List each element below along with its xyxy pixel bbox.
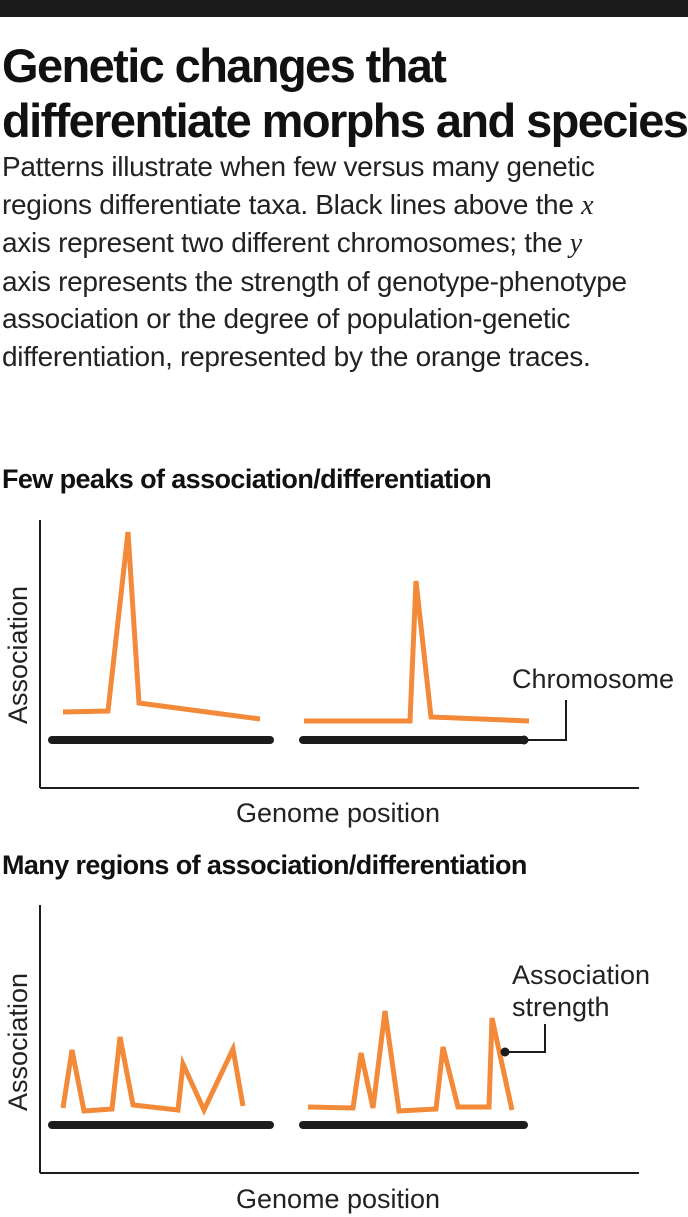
top-rule xyxy=(0,0,688,17)
panel-1-trace-1 xyxy=(62,531,261,722)
panel-1-x-axis-label: Genome position xyxy=(236,798,440,828)
x-italic: x xyxy=(581,189,594,221)
y-italic: y xyxy=(569,228,582,259)
panel-1-axes xyxy=(39,520,639,789)
description-line-4: axis represents the strength of genotype… xyxy=(2,265,627,297)
panel-2-heading: Many regions of association/differentiat… xyxy=(2,850,527,880)
panel-2-callout-leader xyxy=(505,1024,546,1053)
panel-1: Association Genome position Chromosome xyxy=(3,520,674,828)
description-line-3-text: axis represent two different chromosomes… xyxy=(2,227,570,258)
panel-1-callout-label: Chromosome xyxy=(512,664,674,694)
panel-1-y-axis-label: Association xyxy=(3,586,33,724)
panel-1-heading: Few peaks of association/differentiation xyxy=(2,464,492,494)
panel-2-y-axis-label: Association xyxy=(3,973,33,1111)
panel-2: Association Genome position Association … xyxy=(3,905,650,1214)
title-line-2: differentiate morphs and species xyxy=(2,94,688,147)
panel-1-callout-leader xyxy=(524,700,567,741)
panel-2-trace-1 xyxy=(60,1036,246,1116)
panel-2-axes xyxy=(39,905,639,1174)
description-line-5: association or the degree of population-… xyxy=(2,303,571,334)
description-line-1: Patterns illustrate when few versus many… xyxy=(2,151,595,182)
panel-2-callout-label-line-2: strength xyxy=(512,992,610,1022)
page-title: Genetic changes that differentiate morph… xyxy=(2,38,688,148)
description-line-6: differentiation, represented by the oran… xyxy=(2,340,591,372)
description-line-2-text: regions differentiate taxa. Black lines … xyxy=(2,188,582,220)
panel-2-callout-label-line-1: Association xyxy=(512,960,650,990)
description-line-2: regions differentiate taxa. Black lines … xyxy=(2,186,686,225)
panel-2-trace-2 xyxy=(307,1010,515,1114)
panel-1-trace-2 xyxy=(304,580,530,724)
description: Patterns illustrate when few versus many… xyxy=(2,148,686,375)
panel-2-x-axis-label: Genome position xyxy=(236,1184,440,1214)
description-line-3: axis represent two different chromosomes… xyxy=(2,224,686,263)
title-line-1: Genetic changes that xyxy=(2,39,447,92)
